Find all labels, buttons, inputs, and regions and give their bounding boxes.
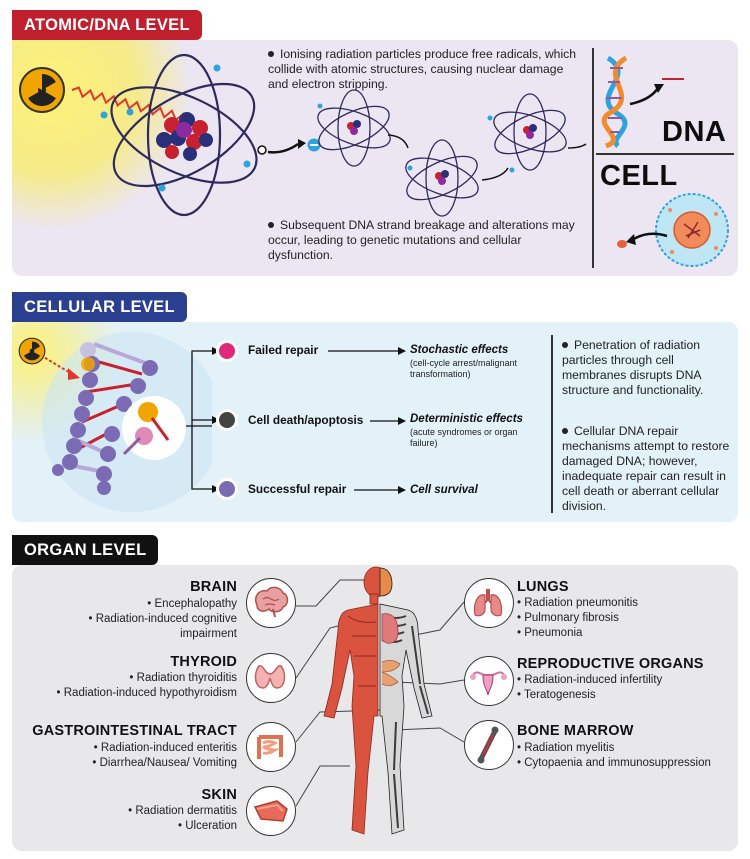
effect-stochastic-detail: (cell-cycle arrest/malignant transformat… (410, 358, 518, 379)
thyroid-icon (254, 665, 286, 689)
radiation-icon (19, 67, 65, 113)
effect-deterministic: Deterministic effects (410, 413, 523, 425)
reproductive-circle (464, 656, 514, 706)
dna-icon (601, 56, 684, 148)
cell-icon (617, 193, 729, 267)
lungs-item-1: • Radiation pneumonitis (517, 597, 639, 609)
atomic-level-tag: ATOMIC/DNA LEVEL (12, 10, 202, 40)
skin-circle (246, 786, 296, 836)
skin-item-2: • Ulceration (177, 820, 237, 832)
nucleus-icon (156, 112, 213, 161)
cellular-illustration (12, 322, 212, 512)
effect-deterministic-detail: (acute syndromes or organ failure) (410, 427, 518, 448)
thyroid-item-1: • Radiation thyroiditis (129, 672, 237, 684)
effect-cell-survival: Cell survival (410, 484, 478, 496)
atomic-divider-horizontal (596, 153, 734, 155)
outcome-successful-repair: Successful repair (248, 482, 347, 496)
uterus-icon (470, 671, 507, 696)
cellular-text-1: Penetration of radiation particles throu… (562, 338, 704, 397)
lungs-icon (473, 589, 503, 617)
thyroid-title: THYROID (170, 654, 237, 670)
lungs-circle (464, 578, 514, 628)
failed-repair-dot (219, 343, 235, 359)
human-body-icon (323, 566, 433, 835)
skin-title: SKIN (201, 787, 237, 803)
successful-repair-dot (219, 481, 235, 497)
bone-icon (477, 726, 499, 764)
lungs-title: LUNGS (517, 579, 569, 595)
gi-tract-circle (246, 722, 296, 772)
cellular-text-2: Cellular DNA repair mechanisms attempt t… (562, 424, 730, 513)
brain-item-1: • Encephalopathy (147, 598, 237, 610)
outcome-arrows (328, 347, 406, 494)
reproductive-item-1: • Radiation-induced infertility (517, 674, 663, 686)
gi-tract-item-1: • Radiation-induced enteritis (93, 742, 237, 754)
outcome-apoptosis: Cell death/apoptosis (248, 413, 364, 427)
reproductive-title: REPRODUCTIVE ORGANS (517, 656, 704, 672)
cell-label: CELL (600, 160, 678, 192)
apoptosis-dot (219, 412, 235, 428)
thyroid-circle (246, 653, 296, 703)
brain-item-2: • Radiation-induced cognitive (88, 613, 237, 625)
cellular-level-tag: CELLULAR LEVEL (12, 292, 187, 322)
brain-item-3: impairment (180, 628, 237, 640)
cellular-divider (551, 335, 553, 513)
bone-marrow-circle (464, 720, 514, 770)
lungs-item-3: • Pneumonia (517, 627, 583, 639)
brain-icon (255, 586, 289, 618)
reproductive-item-2: • Teratogenesis (517, 689, 596, 701)
gi-tract-item-2: • Diarrhea/Nausea/ Vomiting (92, 757, 237, 769)
thyroid-item-2: • Radiation-induced hypothyroidism (56, 687, 237, 699)
brain-circle (246, 578, 296, 628)
atomic-divider-vertical (592, 48, 594, 268)
bone-marrow-title: BONE MARROW (517, 723, 634, 739)
bone-marrow-item-2: • Cytopaenia and immunosuppression (517, 757, 711, 769)
atomic-text-2: Subsequent DNA strand breakage and alter… (268, 218, 575, 262)
repair-branch-lines (191, 347, 220, 493)
skin-item-1: • Radiation dermatitis (128, 805, 237, 817)
gi-tract-title: GASTROINTESTINAL TRACT (32, 723, 237, 739)
atom-icon (110, 53, 258, 217)
bone-marrow-item-1: • Radiation myelitis (517, 742, 615, 754)
intestine-icon (257, 735, 283, 759)
atomic-text-1: Ionising radiation particles produce fre… (268, 47, 577, 91)
lungs-item-2: • Pulmonary fibrosis (517, 612, 619, 624)
dna-label: DNA (662, 116, 727, 148)
effect-stochastic: Stochastic effects (410, 344, 509, 356)
brain-title: BRAIN (190, 579, 237, 595)
outcome-failed-repair: Failed repair (248, 343, 319, 357)
radiation-icon-small (18, 337, 46, 365)
organ-level-tag: ORGAN LEVEL (12, 535, 159, 565)
skin-icon (253, 800, 288, 822)
